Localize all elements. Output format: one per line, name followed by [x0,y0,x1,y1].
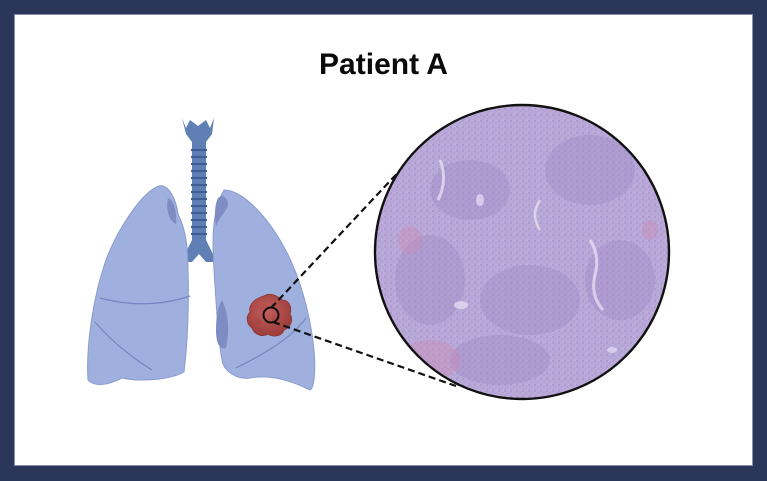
trachea-icon [182,118,216,262]
histology-circle-border [373,103,671,401]
histology-inset [375,105,669,399]
lung-right-icon [212,189,316,391]
lung-left-icon [87,185,191,385]
figure-title: Patient A [319,48,448,81]
